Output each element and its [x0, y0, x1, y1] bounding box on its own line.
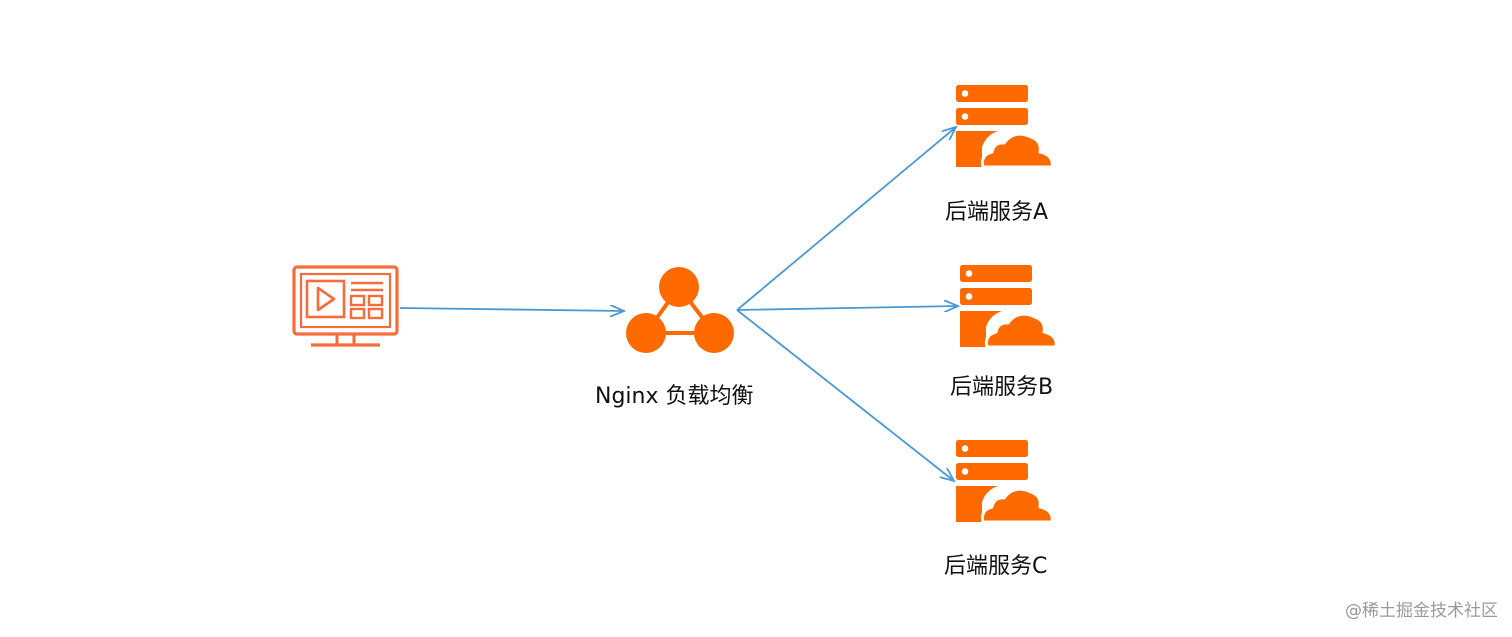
- arrow-nginx-to-server-b: [736, 306, 958, 310]
- server-c-label: 后端服务C: [944, 554, 1048, 579]
- arrow-nginx-to-server-a: [736, 127, 956, 311]
- server-b-label: 后端服务B: [950, 375, 1054, 400]
- server-cloud-icon: [960, 265, 1058, 349]
- monitor-play-icon: [292, 265, 399, 347]
- server-cloud-icon: [956, 85, 1054, 169]
- watermark: @稀土掘金技术社区: [1345, 601, 1498, 621]
- arrow-nginx-to-server-c: [736, 309, 954, 481]
- arrow-client-to-nginx: [399, 308, 624, 311]
- server-cloud-icon: [956, 440, 1054, 524]
- network-nodes-icon: [626, 267, 734, 353]
- nginx-label: Nginx 负载均衡: [595, 384, 754, 409]
- server-a-label: 后端服务A: [945, 200, 1049, 225]
